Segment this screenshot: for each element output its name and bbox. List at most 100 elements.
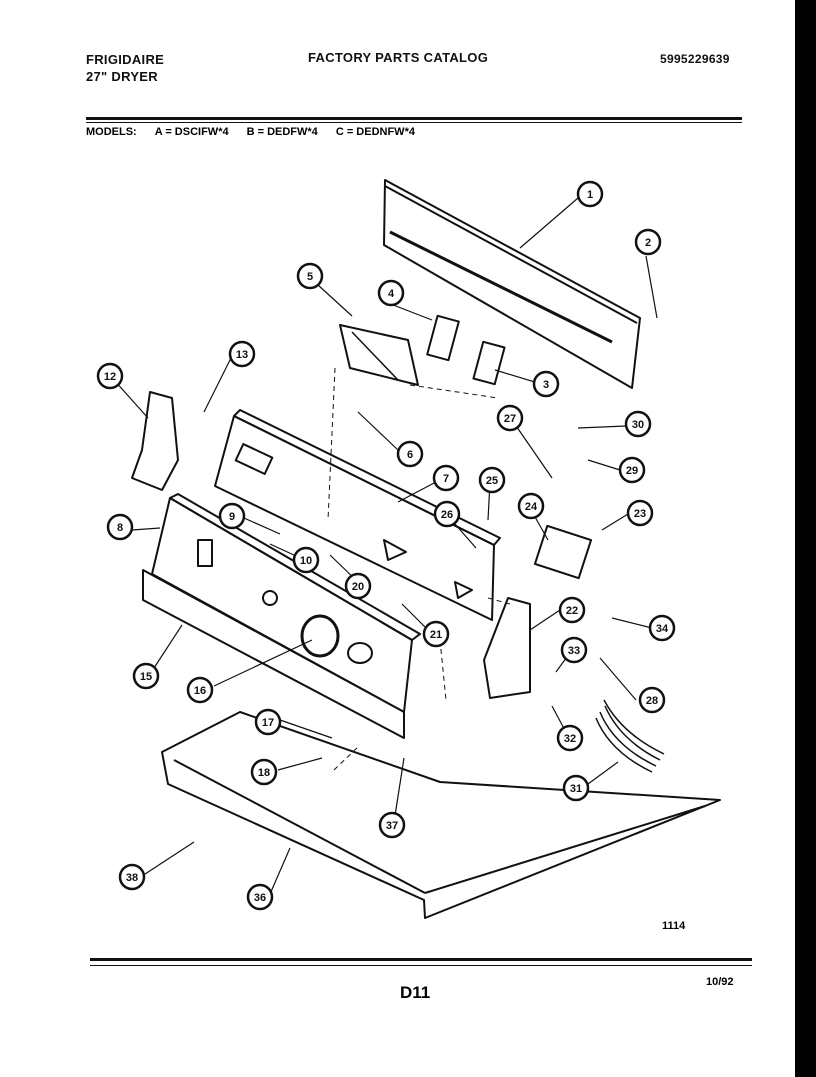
- part-timer: [533, 524, 593, 580]
- callout-label: 13: [236, 349, 248, 361]
- model-line: 27" DRYER: [86, 69, 158, 84]
- callout-9: 9: [218, 502, 246, 530]
- callout-circle: [648, 614, 676, 642]
- callout-circle: [132, 662, 160, 690]
- models-label: MODELS:: [86, 126, 137, 138]
- callout-label: 4: [388, 288, 395, 300]
- callout-circle: [378, 811, 406, 839]
- callout-label: 33: [568, 645, 580, 657]
- callout-10: 10: [292, 546, 320, 574]
- callout-label: 38: [126, 872, 138, 884]
- callout-23: 23: [626, 499, 654, 527]
- callout-6: 6: [396, 440, 424, 468]
- callout-label: 30: [632, 419, 644, 431]
- callout-8: 8: [106, 513, 134, 541]
- part-wire-harness: [595, 699, 665, 773]
- callout-circle: [626, 499, 654, 527]
- model-a: A = DSCIFW*4: [154, 126, 229, 138]
- callout-circle: [218, 502, 246, 530]
- callout-7: 7: [432, 464, 460, 492]
- callout-circle: [296, 262, 324, 290]
- callout-label: 8: [117, 522, 123, 534]
- models-legend: MODELS: A = DSCIFW*4 B = DEDFW*4 C = DED…: [86, 126, 415, 138]
- callout-31: 31: [562, 774, 590, 802]
- callout-circle: [532, 370, 560, 398]
- callout-1: 1: [576, 180, 604, 208]
- callout-21: 21: [422, 620, 450, 648]
- callout-circle: [432, 464, 460, 492]
- callout-label: 34: [656, 623, 669, 635]
- part-switch: [426, 314, 460, 362]
- callout-label: 37: [386, 820, 398, 832]
- callout-3: 3: [532, 370, 560, 398]
- callout-circle: [228, 340, 256, 368]
- callout-28: 28: [638, 686, 666, 714]
- callout-label: 9: [229, 511, 235, 523]
- callout-18: 18: [250, 758, 278, 786]
- part-control-panel: [214, 409, 501, 621]
- callout-38: 38: [118, 863, 146, 891]
- callout-32: 32: [556, 724, 584, 752]
- callout-label: 23: [634, 508, 646, 520]
- callout-label: 28: [646, 695, 658, 707]
- callout-circle: [186, 676, 214, 704]
- callout-circle: [246, 883, 274, 911]
- callout-26: 26: [433, 500, 461, 528]
- callout-circle: [250, 758, 278, 786]
- footer-rule-top: [90, 958, 752, 961]
- callout-circle: [496, 404, 524, 432]
- callout-label: 16: [194, 685, 206, 697]
- catalog-title: FACTORY PARTS CATALOG: [308, 50, 489, 65]
- figure-number: 1114: [662, 920, 686, 932]
- callout-37: 37: [378, 811, 406, 839]
- callout-27: 27: [496, 404, 524, 432]
- callout-circle: [478, 466, 506, 494]
- callout-circle: [292, 546, 320, 574]
- callout-label: 25: [486, 475, 498, 487]
- callout-circle: [106, 513, 134, 541]
- part-side-bracket-right: [483, 597, 531, 699]
- callout-circle: [556, 724, 584, 752]
- callout-label: 6: [407, 449, 413, 461]
- callout-20: 20: [344, 572, 372, 600]
- callout-15: 15: [132, 662, 160, 690]
- callout-circle: [624, 410, 652, 438]
- callout-label: 10: [300, 555, 312, 567]
- callout-33: 33: [560, 636, 588, 664]
- callout-label: 27: [504, 413, 516, 425]
- callout-label: 20: [352, 581, 364, 593]
- part-number: 5995229639: [660, 52, 730, 66]
- part-rear-panel: [383, 179, 641, 389]
- callout-label: 3: [543, 379, 549, 391]
- callout-label: 31: [570, 783, 582, 795]
- callout-circle: [634, 228, 662, 256]
- callout-label: 1: [587, 189, 593, 201]
- part-switch-2: [472, 340, 506, 386]
- callout-4: 4: [377, 279, 405, 307]
- callout-30: 30: [624, 410, 652, 438]
- callout-circle: [618, 456, 646, 484]
- model-c: C = DEDNFW*4: [335, 126, 415, 138]
- callout-circle: [254, 708, 282, 736]
- callout-circle: [558, 596, 586, 624]
- part-control-bracket: [339, 324, 419, 386]
- callout-label: 12: [104, 371, 116, 383]
- callout-25: 25: [478, 466, 506, 494]
- callout-circle: [560, 636, 588, 664]
- callout-5: 5: [296, 262, 324, 290]
- callout-2: 2: [634, 228, 662, 256]
- model-b: B = DEDFW*4: [246, 126, 318, 138]
- callout-circle: [377, 279, 405, 307]
- callout-34: 34: [648, 614, 676, 642]
- callout-36: 36: [246, 883, 274, 911]
- callout-circle: [638, 686, 666, 714]
- callout-circle: [96, 362, 124, 390]
- page-date: 10/92: [706, 976, 734, 988]
- callout-layer: 1234567891012131516171820212223242526272…: [96, 180, 676, 911]
- header-rule-top: [86, 117, 742, 120]
- callout-label: 17: [262, 717, 274, 729]
- callout-label: 5: [307, 271, 313, 283]
- callout-label: 32: [564, 733, 576, 745]
- callout-29: 29: [618, 456, 646, 484]
- part-top-cover: [161, 711, 721, 919]
